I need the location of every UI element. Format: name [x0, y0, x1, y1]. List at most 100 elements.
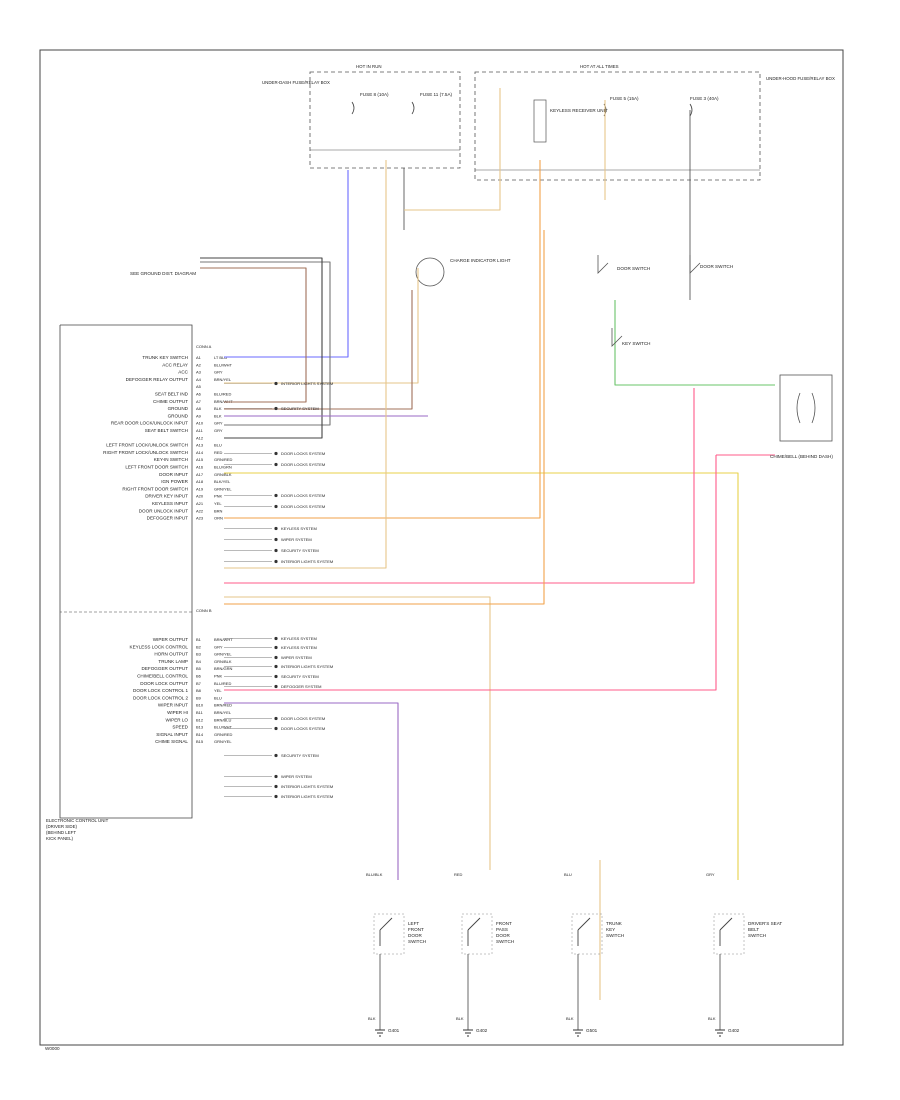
- pin-b-wire-color: BRN/YEL: [214, 710, 232, 715]
- pin-a-number: A3: [196, 370, 202, 375]
- pin-a-label: DEFOGGER RELAY OUTPUT: [126, 377, 189, 382]
- switch-name-line: SWITCH: [606, 933, 624, 938]
- connector-b-label: CONN B: [196, 608, 212, 613]
- ground-label: G402: [476, 1028, 488, 1033]
- system-reference-label[interactable]: DOOR LOCKS SYSTEM: [281, 451, 325, 456]
- system-reference-label[interactable]: KEYLESS SYSTEM: [281, 645, 317, 650]
- pin-b-wire-color: GRN/YEL: [214, 739, 232, 744]
- pin-a-number: A16: [196, 465, 204, 470]
- system-reference-label[interactable]: WIPER SYSTEM: [281, 537, 312, 542]
- switch-name-line: FRONT: [408, 927, 424, 932]
- pin-a-wire-color: BLK: [214, 413, 222, 418]
- system-reference-label[interactable]: KEYLESS SYSTEM: [281, 636, 317, 641]
- pin-b-label: WIPER LO: [166, 717, 189, 722]
- wire: [224, 702, 399, 880]
- system-reference-label[interactable]: DOOR LOCKS SYSTEM: [281, 716, 325, 721]
- pin-b-wire-color: BLU: [214, 695, 222, 700]
- system-reference-label[interactable]: DOOR LOCKS SYSTEM: [281, 462, 325, 467]
- switch-wire-label: GRY: [706, 872, 715, 877]
- system-reference-label[interactable]: INTERIOR LIGHTS SYSTEM: [281, 794, 333, 799]
- system-reference-label[interactable]: SECURITY SYSTEM: [281, 674, 319, 679]
- pin-b-wire-color: GRN/YEL: [214, 652, 232, 657]
- wire: [200, 261, 331, 426]
- pin-a-label: KEY-IN SWITCH: [154, 457, 188, 462]
- system-reference-label[interactable]: DOOR LOCKS SYSTEM: [281, 726, 325, 731]
- pin-a-label: GROUND: [168, 406, 189, 411]
- reference-arrow-icon: [274, 381, 278, 386]
- pin-a-wire-color: YEL: [214, 501, 222, 506]
- fuse-box-1-title: HOT IN RUN: [356, 64, 382, 69]
- pin-a-label: KEYLESS INPUT: [152, 501, 188, 506]
- system-reference-label[interactable]: INTERIOR LIGHTS SYSTEM: [281, 381, 333, 386]
- pin-a-number: A20: [196, 494, 204, 499]
- pin-a-wire-color: GRY: [214, 428, 223, 433]
- fuse-box-2-side-label: UNDER-HOOD FUSE/RELAY BOX: [766, 76, 835, 81]
- ground-icon: [463, 1029, 473, 1037]
- system-reference-label[interactable]: SECURITY SYSTEM: [281, 406, 319, 411]
- module-name-line-2: (DRIVER SIDE): [46, 824, 78, 829]
- system-reference-label[interactable]: SECURITY SYSTEM: [281, 548, 319, 553]
- switch-name-line: BELT: [748, 927, 759, 932]
- system-reference-label[interactable]: SECURITY SYSTEM: [281, 753, 319, 758]
- reference-arrow-icon: [274, 753, 278, 758]
- pin-a-number: A7: [196, 399, 202, 404]
- pin-b-wire-color: GRY: [214, 644, 223, 649]
- pin-b-number: B3: [196, 652, 202, 657]
- system-reference-label[interactable]: KEYLESS SYSTEM: [281, 526, 317, 531]
- ground-label: G501: [586, 1028, 598, 1033]
- system-reference-label[interactable]: WIPER SYSTEM: [281, 774, 312, 779]
- system-reference-label[interactable]: INTERIOR LIGHTS SYSTEM: [281, 559, 333, 564]
- pin-b-label: SPEED: [172, 725, 188, 730]
- pin-a-number: A18: [196, 479, 204, 484]
- system-reference-label[interactable]: DOOR LOCKS SYSTEM: [281, 504, 325, 509]
- pin-a-label: ACC: [178, 370, 188, 375]
- pin-b-wire-color: GRN/BLK: [214, 659, 232, 664]
- pin-b-label: KEYLESS LOCK CONTROL: [130, 644, 189, 649]
- pin-b-number: B1: [196, 637, 202, 642]
- wire: [224, 472, 739, 880]
- wire: [404, 88, 501, 211]
- chime-bell-icon: [779, 374, 833, 442]
- pin-a-wire-color: GRN/RED: [214, 457, 233, 462]
- reference-arrow-icon: [274, 526, 278, 531]
- fuse-1b-label: FUSE 11 (7.5A): [420, 92, 453, 97]
- switch-ground-wire: BLK: [708, 1016, 716, 1021]
- pin-a-label: RIGHT FRONT LOCK/UNLOCK SWITCH: [103, 450, 188, 455]
- system-reference-list: INTERIOR LIGHTS SYSTEM SECURITY SYSTEM DOO…: [274, 381, 333, 799]
- system-reference-label[interactable]: INTERIOR LIGHTS SYSTEM: [281, 784, 333, 789]
- ground-label: G401: [388, 1028, 400, 1033]
- reference-arrow-icon: [274, 548, 278, 553]
- switch-name-line: DOOR: [408, 933, 422, 938]
- wire: [224, 160, 541, 519]
- system-reference-label[interactable]: WIPER SYSTEM: [281, 655, 312, 660]
- pin-a-label: DRIVER KEY INPUT: [145, 494, 188, 499]
- pin-b-label: CHIME SIGNAL: [155, 739, 188, 744]
- pin-a-number: A4: [196, 377, 202, 382]
- switch-wire-label: BLU/BLK: [366, 872, 383, 877]
- pin-a-wire-color: GRY: [214, 421, 223, 426]
- charge-indicator-light: CHARGE INDICATOR LIGHT: [415, 257, 511, 287]
- reference-arrow-icon: [274, 716, 278, 721]
- pin-a-label: LEFT FRONT LOCK/UNLOCK SWITCH: [106, 443, 188, 448]
- system-reference-label[interactable]: INTERIOR LIGHTS SYSTEM: [281, 664, 333, 669]
- reference-arrow-icon: [274, 774, 278, 779]
- reference-arrow-icon: [274, 636, 278, 641]
- fuse-box-1-side-label: UNDER-DASH FUSE/RELAY BOX: [262, 80, 330, 85]
- pin-a-wire-color: BRN/WHT: [214, 399, 233, 404]
- bottom-switches: BLU/BLKLEFTFRONTDOORSWITCHBLKG401REDFRON…: [366, 872, 782, 1037]
- system-reference-label[interactable]: DOOR LOCKS SYSTEM: [281, 493, 325, 498]
- pin-a-wire-color: LT BLU: [214, 355, 227, 360]
- fuse-1a-icon: [351, 101, 355, 115]
- system-reference-label[interactable]: DEFOGGER SYSTEM: [281, 684, 321, 689]
- switch-name-line: LEFT: [408, 921, 419, 926]
- pin-b-number: B9: [196, 695, 202, 700]
- pin-b-wire-color: BRN/WHT: [214, 637, 233, 642]
- pin-a-number: A6: [196, 392, 202, 397]
- pin-a-number: A14: [196, 450, 204, 455]
- pin-a-number: A17: [196, 472, 204, 477]
- right-component-2-label: KEY SWITCH: [622, 341, 651, 346]
- fuse-box-hot-in-run: HOT IN RUN UNDER-DASH FUSE/RELAY BOX FUS…: [262, 64, 461, 169]
- switch-icon: [719, 917, 733, 946]
